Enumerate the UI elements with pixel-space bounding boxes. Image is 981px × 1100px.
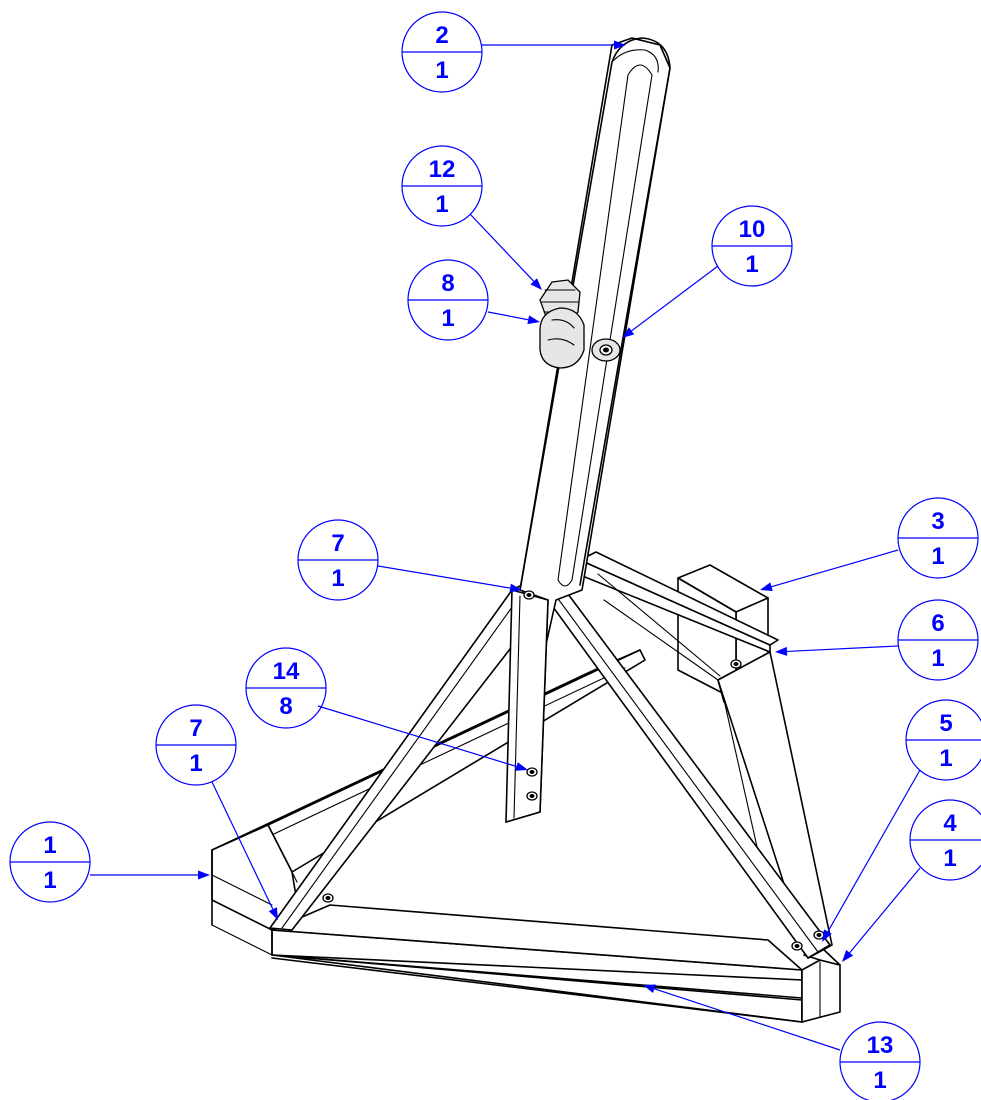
balloon-item-number: 5 xyxy=(939,710,952,737)
balloon-item-4: 41 xyxy=(842,799,981,962)
part-rear-leg xyxy=(717,651,833,959)
balloon-item-number: 13 xyxy=(867,1032,894,1059)
leader-arrowhead xyxy=(614,40,626,50)
leader-arrowhead xyxy=(760,582,773,591)
leader-line xyxy=(469,213,535,282)
balloon-item-3: 31 xyxy=(760,497,979,591)
balloon-item-14: 148 xyxy=(245,647,528,771)
leader-line xyxy=(849,867,921,954)
balloon-quantity: 1 xyxy=(189,750,202,777)
leader-line xyxy=(654,988,841,1051)
leader-arrowhead xyxy=(527,315,540,325)
balloon-item-number: 7 xyxy=(331,530,344,557)
leader-arrowhead xyxy=(842,949,854,962)
balloon-item-12: 121 xyxy=(401,145,542,290)
balloon-item-number: 3 xyxy=(931,508,944,535)
balloon-quantity: 1 xyxy=(435,191,448,218)
balloon-item-number: 12 xyxy=(429,156,456,183)
part-right-end-block xyxy=(801,947,841,1023)
balloon-quantity: 1 xyxy=(943,845,956,872)
leader-line xyxy=(211,781,274,910)
balloon-quantity: 1 xyxy=(43,867,56,894)
balloon-item-8: 81 xyxy=(407,259,540,341)
balloon-quantity: 1 xyxy=(931,645,944,672)
balloon-item-number: 8 xyxy=(441,270,454,297)
leader-arrowhead xyxy=(622,327,635,338)
leader-arrowhead xyxy=(509,583,522,593)
balloon-item-number: 14 xyxy=(273,658,300,685)
leader-line xyxy=(786,645,899,653)
balloon-item-number: 6 xyxy=(931,610,944,637)
balloon-quantity: 1 xyxy=(435,57,448,84)
balloon-quantity: 8 xyxy=(279,693,292,720)
leader-arrowhead xyxy=(198,870,210,880)
balloon-item-number: 4 xyxy=(943,810,957,837)
balloon-item-7: 71 xyxy=(297,519,522,601)
part-front-rail xyxy=(211,824,803,1023)
balloon-item-13: 131 xyxy=(643,984,921,1100)
balloon-item-6: 61 xyxy=(775,599,979,681)
balloon-item-10: 101 xyxy=(622,205,793,338)
leader-arrowhead xyxy=(822,929,832,942)
leader-line xyxy=(487,311,529,321)
balloon-quantity: 1 xyxy=(939,745,952,772)
balloon-item-5: 51 xyxy=(822,699,981,942)
balloon-item-1: 11 xyxy=(9,821,210,903)
balloon-item-2: 21 xyxy=(401,11,626,93)
balloon-quantity: 1 xyxy=(331,565,344,592)
leader-arrowhead xyxy=(268,907,278,920)
balloon-item-number: 10 xyxy=(739,216,766,243)
leader-arrowhead xyxy=(775,646,788,656)
balloon-quantity: 1 xyxy=(745,251,758,278)
balloon-quantity: 1 xyxy=(931,543,944,570)
balloon-item-number: 2 xyxy=(435,22,448,49)
balloon-item-number: 7 xyxy=(189,715,202,742)
leader-line xyxy=(827,769,921,932)
part-knob xyxy=(539,279,585,369)
leader-arrowhead xyxy=(530,278,542,290)
part-upright xyxy=(505,37,671,823)
leader-line xyxy=(317,705,517,768)
leader-line xyxy=(771,549,899,588)
part-front-left-leg xyxy=(269,571,549,931)
stand-assembly xyxy=(211,37,841,1023)
part-washer xyxy=(591,338,621,362)
balloon-quantity: 1 xyxy=(441,305,454,332)
balloon-item-7: 71 xyxy=(155,704,278,920)
balloon-quantity: 1 xyxy=(873,1067,886,1094)
leader-arrowhead xyxy=(643,984,656,994)
leader-line xyxy=(377,565,511,589)
leader-line xyxy=(631,265,719,332)
leader-arrowhead xyxy=(515,762,528,771)
balloon-item-number: 1 xyxy=(43,832,56,859)
